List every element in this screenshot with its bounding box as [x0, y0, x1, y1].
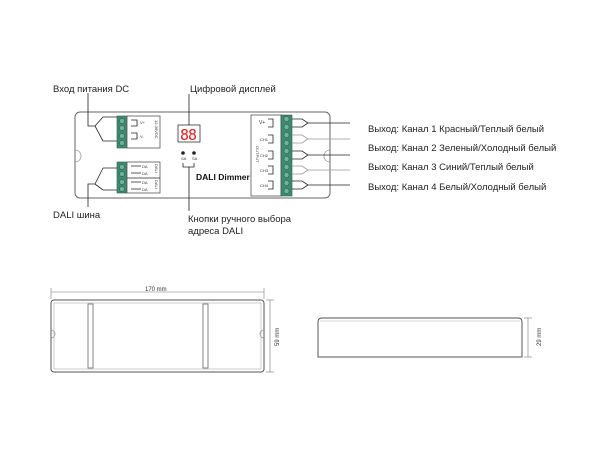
width-dimension: 59 mm	[275, 328, 281, 346]
display-digits: 88	[180, 126, 197, 144]
output-callout-lines	[292, 118, 350, 190]
output-wire	[292, 180, 350, 190]
dali-callout-line	[87, 167, 117, 207]
terminal-screw	[283, 140, 290, 146]
terminal-screw	[283, 116, 290, 122]
dali-label: DALI	[154, 164, 159, 173]
terminal-screw	[283, 156, 290, 162]
terminal-screw	[283, 124, 290, 130]
side-view-drawing: 29 mm	[317, 317, 543, 358]
channel-label: CH1	[260, 137, 269, 142]
button-label: SA	[181, 156, 187, 161]
output-ch1-label: Выход: Канал 1 Красный/Теплый белый	[368, 124, 544, 135]
address-button-2[interactable]	[192, 151, 196, 155]
power-terminal: V+ V- 12-36VDC	[116, 115, 161, 149]
channel-label: CH3	[260, 168, 269, 173]
buttons-callout-line	[182, 163, 195, 211]
button-label: SA	[192, 156, 198, 161]
buttons-label: Кнопки ручного выбора	[188, 214, 292, 225]
terminal-screw	[283, 180, 290, 186]
voltage-label: 12-36VDC	[154, 120, 159, 139]
top-view-drawing: 170 mm 59 mm	[50, 287, 281, 373]
terminal-screw	[283, 188, 290, 194]
channel-label: V+	[259, 120, 265, 126]
output-ch4-label: Выход: Канал 4 Белый/Холодный белый	[368, 182, 546, 193]
output-ch3-label: Выход: Канал 3 Синий/Теплый белый	[368, 162, 534, 173]
length-dimension: 170 mm	[145, 287, 167, 293]
dali-label: DALI	[154, 180, 159, 189]
terminal-screw	[283, 132, 290, 138]
terminal-screw	[283, 148, 290, 154]
output-terminal: OUTPUT V+ CH1 CH2 CH3 CH4	[250, 114, 293, 197]
buttons-label-2: адреса DALI	[188, 226, 243, 237]
vminus-label: V-	[140, 134, 144, 139]
mount-hole-right	[323, 149, 331, 163]
dali-terminal: DA DA DA DA DALI DALI	[116, 161, 161, 194]
dc-input-label: Вход питания DC	[53, 84, 129, 95]
output-ch2-label: Выход: Канал 2 Зеленый/Холодный белый	[368, 143, 556, 154]
display-label: Цифровой дисплей	[190, 84, 276, 95]
da-label: DA	[142, 164, 148, 169]
address-button-1[interactable]	[181, 151, 185, 155]
output-wire	[292, 165, 350, 175]
dc-callout-line	[87, 93, 117, 142]
da-label: DA	[142, 171, 148, 176]
output-wire	[292, 150, 350, 160]
mount-hole-left	[74, 149, 82, 163]
terminal-screw	[283, 172, 290, 178]
height-dimension: 29 mm	[537, 328, 543, 346]
output-wire	[292, 134, 350, 144]
terminal-screw	[283, 164, 290, 170]
channel-label: CH4	[260, 183, 269, 188]
device-name: DALI Dimmer	[196, 172, 251, 182]
dali-bus-label: DALI шина	[53, 210, 101, 221]
channel-label: CH2	[260, 153, 269, 158]
output-label: OUTPUT	[255, 146, 260, 163]
output-wire	[292, 118, 350, 128]
vplus-label: V+	[140, 120, 146, 125]
da-label: DA	[142, 187, 148, 192]
da-label: DA	[142, 180, 148, 185]
